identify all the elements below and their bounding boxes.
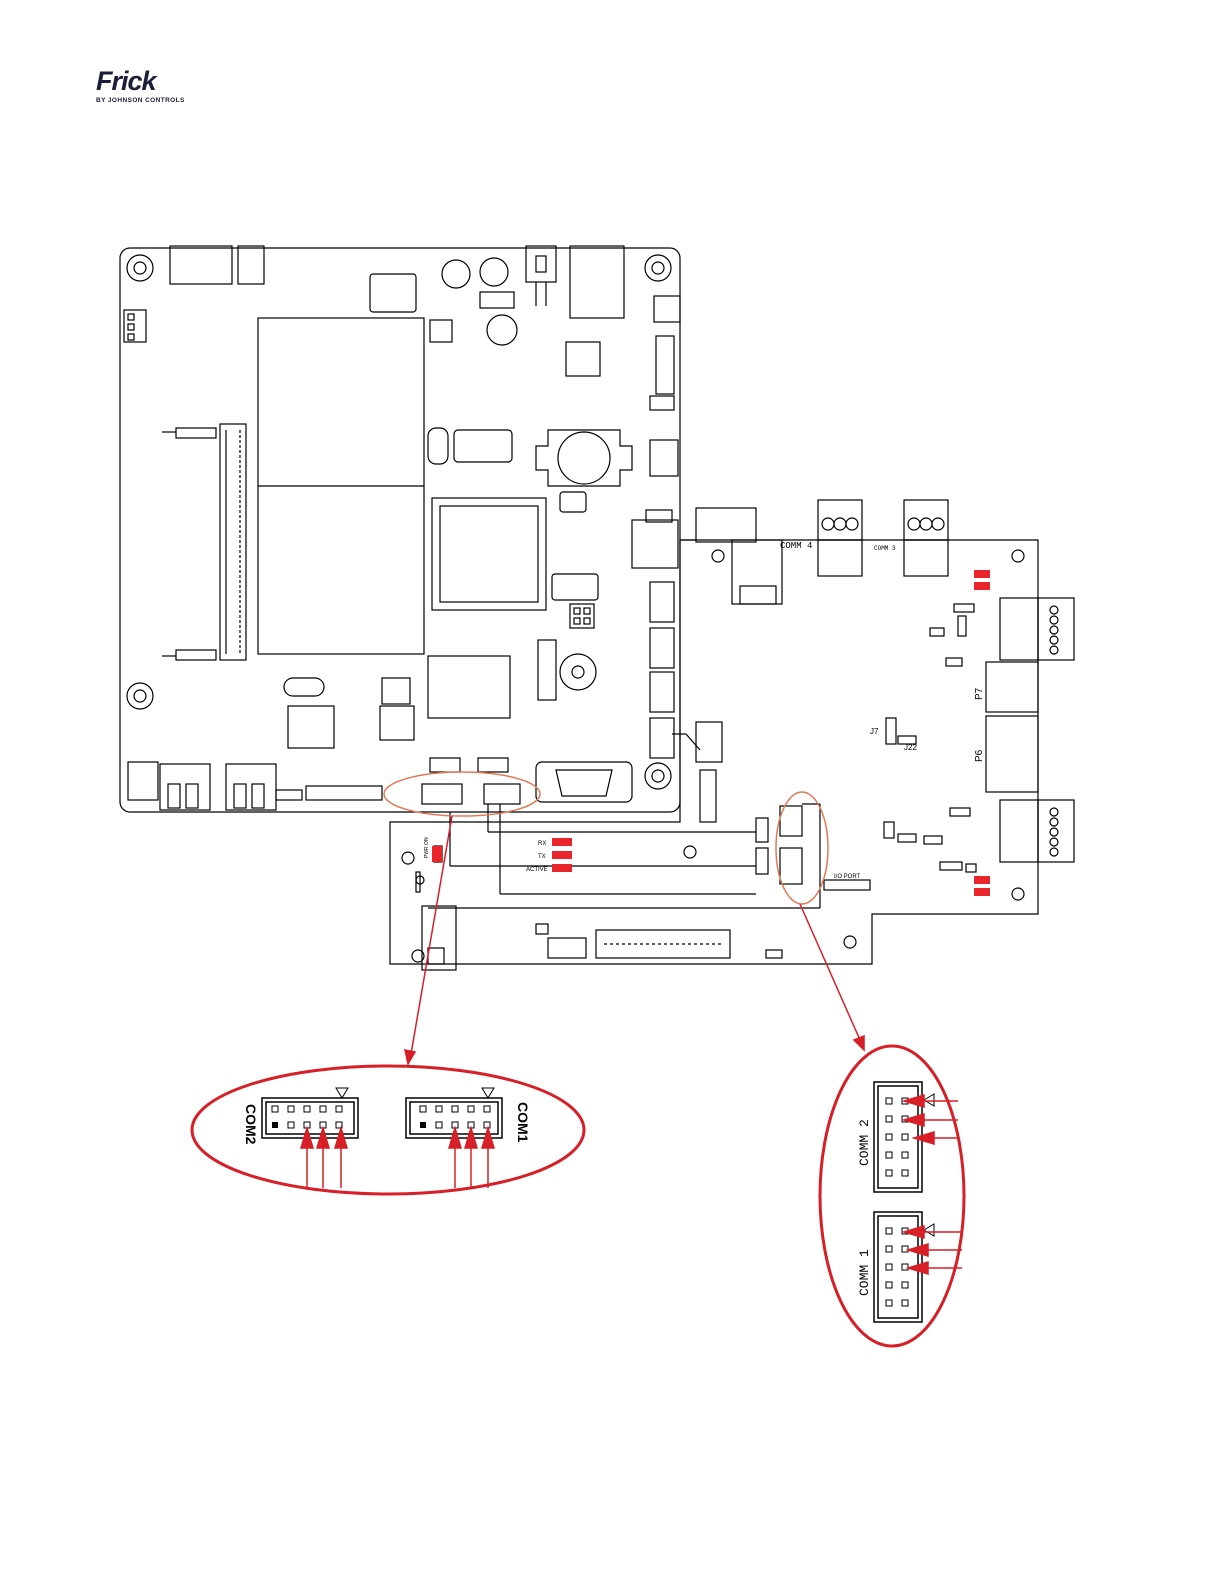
mounting-hole [127, 683, 153, 709]
label-comm4: COMM 4 [780, 541, 812, 551]
label-p7: P7 [974, 687, 985, 700]
label-rx: RX [538, 841, 546, 847]
callout-com-connectors: COM2 COM1 [192, 1066, 584, 1194]
callout-label-com1: COM1 [515, 1102, 531, 1143]
label-pwr-on: PWR ON [424, 837, 430, 858]
label-p6: P6 [974, 749, 985, 762]
mounting-hole [645, 255, 671, 281]
led-group [432, 570, 990, 896]
io-board [390, 500, 1074, 970]
leader-arrowhead [405, 1050, 415, 1064]
mounting-hole [127, 255, 153, 281]
label-comm3: COMM 3 [874, 545, 896, 552]
label-active: ACTIVE [526, 867, 548, 873]
mounting-hole [645, 763, 671, 789]
label-j22: J22 [904, 743, 917, 752]
cpu-board [120, 246, 722, 822]
label-j7: J7 [870, 727, 879, 736]
label-tx: TX [538, 854, 546, 860]
callout-label-comm1: COMM 1 [857, 1249, 872, 1296]
callout-label-comm2: COMM 2 [857, 1119, 872, 1166]
callout-comm-connectors: COMM 2 COMM 1 [820, 1046, 964, 1346]
callout-label-com2: COM2 [243, 1104, 259, 1145]
label-io-port: I/O PORT [834, 874, 861, 880]
leader-arrowhead [854, 1036, 864, 1050]
board-labels: COMM 4 COMM 3 P7 P6 J7 J22 I/O PORT RX T… [424, 541, 985, 880]
